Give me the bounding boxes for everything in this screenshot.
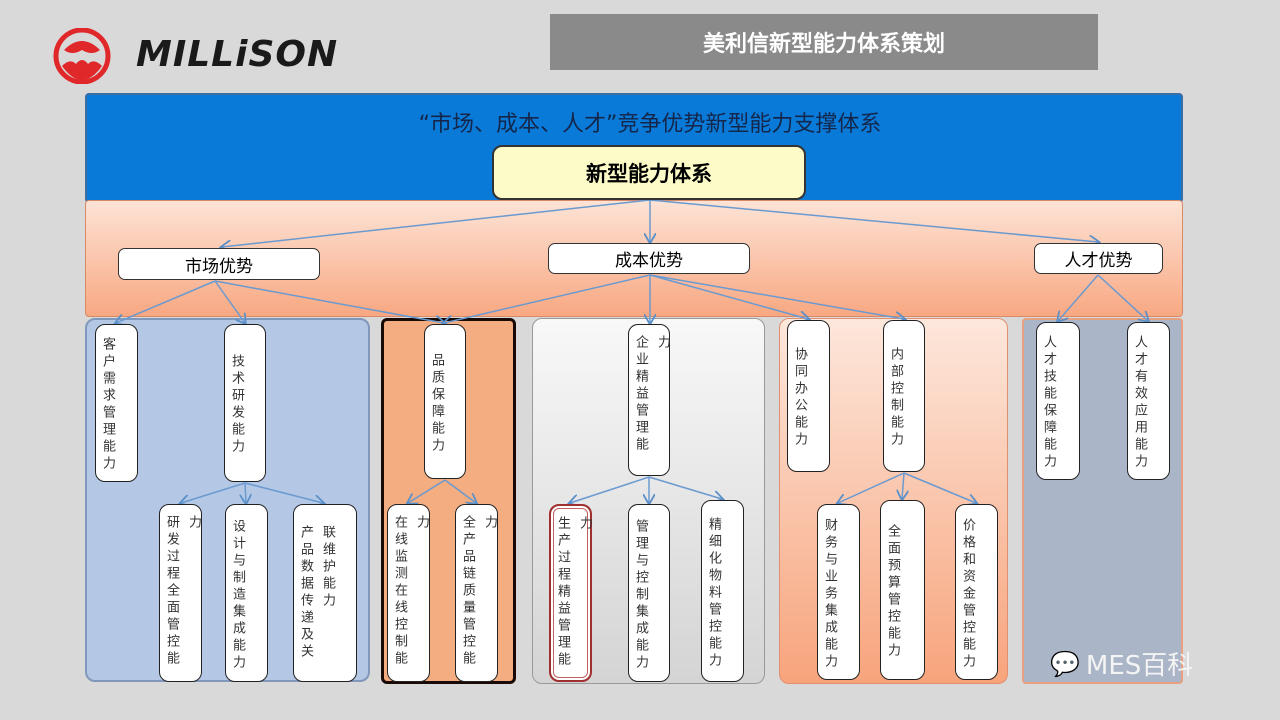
box-lean: 企业精益管理能力 [628,324,670,476]
box-finance: 财务与业务集成能力 [817,504,860,680]
watermark-text: MES百科 [1085,651,1194,681]
box-design-mfg: 设计与制造集成能力 [225,504,268,682]
slide-title: 美利信新型能力体系策划 [550,14,1098,70]
logo-wordmark: MILLiSON [136,34,339,75]
box-internal: 内部控制能力 [883,320,925,472]
logo-emblem-icon [53,28,111,84]
box-office: 协同办公能力 [787,320,830,472]
box-customer: 客户需求管理能力 [95,324,138,482]
box-talent-use: 人才有效应用能力 [1127,322,1170,480]
box-online: 在线监测在线控制能力 [387,504,430,682]
box-price: 价格和资金管控能力 [955,504,998,680]
category-talent: 人才优势 [1034,243,1163,274]
watermark: 💬 MES百科 [1050,645,1193,682]
core-box: 新型能力体系 [492,145,806,200]
box-tech: 技术研发能力 [224,324,266,482]
box-material: 精细化物料管控能力 [701,500,744,682]
category-cost: 成本优势 [548,243,750,274]
diagram-subtitle: “市场、成本、人才”竞争优势新型能力支撑体系 [418,112,882,137]
box-chain-quality: 全产品链质量管控能力 [455,504,498,682]
logo: MILLiSON [48,28,428,84]
wechat-icon: 💬 [1050,649,1080,678]
box-rd-process: 研发过程全面管控能力 [159,504,202,682]
box-prod-lean: 生产过程精益管理能力 [549,504,592,682]
category-market: 市场优势 [118,248,320,280]
box-budget: 全面预算管控能力 [880,500,925,680]
box-mgmt-ctrl: 管理与控制集成能力 [628,504,670,682]
box-talent-skill: 人才技能保障能力 [1036,322,1080,480]
box-product-data: 产品数据传递及关联维护能力 [293,504,357,682]
box-quality: 品质保障能力 [424,324,466,479]
